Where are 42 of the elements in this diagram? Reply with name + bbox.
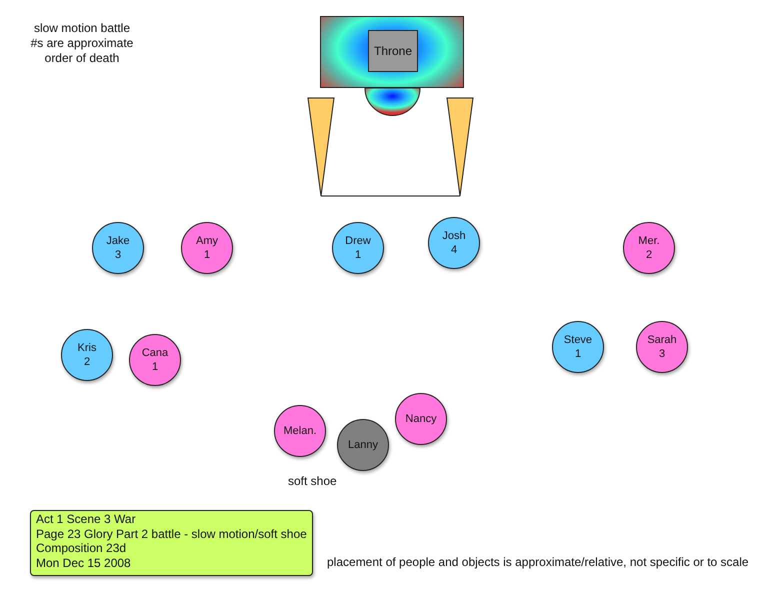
person-circle (337, 419, 389, 471)
person-name: Mer. (638, 234, 660, 248)
person-name: Cana (142, 346, 168, 360)
note-line: Act 1 Scene 3 War (36, 512, 137, 526)
throne-box: Throne (368, 30, 418, 72)
person-circle (61, 329, 113, 381)
order-number: 4 (450, 243, 458, 257)
person-name: Josh (442, 229, 466, 243)
note-text: slow motion battle #s are approximate order of death (30, 21, 134, 66)
person-name: Lanny (348, 438, 378, 452)
person-circle (395, 393, 447, 445)
order-number: 3 (114, 248, 122, 262)
person-circle (129, 334, 181, 386)
person-name: Amy (196, 234, 218, 248)
person-circle (428, 217, 480, 269)
order-number: 1 (204, 248, 210, 262)
person-name: Sarah (647, 333, 677, 347)
note-line: Page 23 Glory Part 2 battle - slow motion/soft shoe (36, 526, 307, 541)
person-circle (636, 321, 688, 373)
person-circle (332, 222, 384, 274)
order-number: 1 (152, 360, 158, 374)
person-circle (92, 222, 144, 274)
order-number: 2 (84, 355, 90, 369)
order-number: 1 (354, 248, 362, 262)
person-name: Melan. (283, 424, 317, 438)
person-circle (181, 222, 233, 274)
person-name: Steve (564, 333, 592, 347)
note-line: Mon Dec 15 2008 (36, 556, 132, 570)
order-number: 2 (646, 248, 652, 262)
person-circle (552, 321, 604, 373)
info-box (30, 510, 313, 576)
order-number: 1 (574, 347, 582, 361)
person-name: Kris (78, 341, 96, 355)
note-line: Composition 23d (36, 541, 128, 556)
person-circle (274, 405, 326, 457)
person-name: Drew (345, 234, 371, 248)
disclaimer-text: placement of people and objects is approximate/relative, not specific or to scale (327, 555, 750, 570)
person-circle (623, 222, 675, 274)
annotation-text: soft shoe (288, 474, 338, 489)
person-name: Jake (106, 234, 130, 248)
order-number: 3 (658, 347, 666, 361)
person-name: Nancy (405, 412, 437, 426)
